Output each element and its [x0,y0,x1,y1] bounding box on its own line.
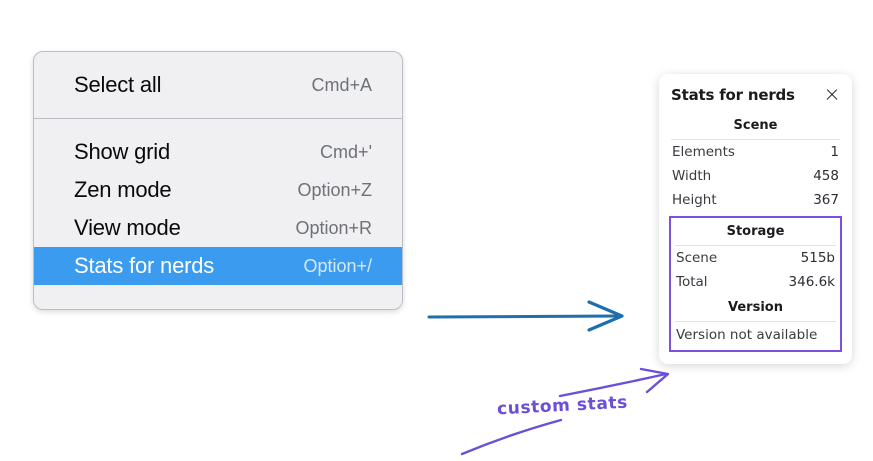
version-value: Version not available [676,327,818,343]
custom-stats-annotation: custom stats [496,392,629,420]
menu-separator [34,118,402,119]
stat-label: Width [672,168,712,184]
menu-item-shortcut: Option+Z [297,179,372,200]
stat-value: 1 [830,144,839,160]
context-menu[interactable]: Select all Cmd+A Show grid Cmd+' Zen mod… [33,51,403,310]
callout-arrow [558,367,670,398]
stat-value: 515b [800,250,835,266]
menu-item-label: Select all [74,72,162,97]
stats-section-version: Version Version not available [674,294,837,346]
close-icon[interactable] [824,87,840,103]
stats-panel-title: Stats for nerds [671,86,795,104]
flow-arrow [427,300,624,332]
table-row: Elements 1 [670,140,841,164]
stats-for-nerds-panel[interactable]: Stats for nerds Scene Elements 1 Width 4… [659,74,852,364]
section-divider [675,321,836,322]
stat-label: Height [672,192,717,208]
section-title-version: Version [728,300,783,315]
section-divider [675,245,836,246]
section-title-storage: Storage [726,224,785,239]
section-title-scene: Scene [733,118,778,133]
menu-item-view-mode[interactable]: View mode Option+R [34,209,402,247]
stat-value: 367 [813,192,839,208]
section-divider [671,139,840,140]
stats-section-scene: Scene Elements 1 Width 458 Height 367 [670,112,841,212]
table-row: Width 458 [670,164,841,188]
menu-group-1: Select all Cmd+A [34,52,402,118]
stat-label: Scene [676,250,718,266]
table-row: Total 346.6k [674,270,837,294]
stat-label: Elements [672,144,735,160]
menu-item-stats-for-nerds[interactable]: Stats for nerds Option+/ [34,247,402,285]
table-row: Scene 515b [674,246,837,270]
menu-item-label: Stats for nerds [74,253,215,278]
menu-item-shortcut: Cmd+A [311,74,372,95]
menu-item-select-all[interactable]: Select all Cmd+A [34,66,402,104]
menu-item-show-grid[interactable]: Show grid Cmd+' [34,133,402,171]
stat-value: 346.6k [788,274,835,290]
stats-section-storage: Storage Scene 515b Total 346.6k [674,218,837,294]
stat-label: Total [676,274,708,290]
menu-item-shortcut: Option+/ [303,255,372,276]
annotation-underline [460,418,563,456]
menu-footer [34,285,402,309]
menu-item-label: Zen mode [74,177,172,202]
menu-group-2: Show grid Cmd+' Zen mode Option+Z View m… [34,119,402,285]
menu-item-shortcut: Option+R [295,217,372,238]
menu-item-zen-mode[interactable]: Zen mode Option+Z [34,171,402,209]
stat-value: 458 [813,168,839,184]
menu-item-shortcut: Cmd+' [320,141,372,162]
menu-item-label: Show grid [74,139,171,164]
stats-panel-header: Stats for nerds [670,84,841,112]
table-row: Height 367 [670,188,841,212]
custom-stats-highlight-box: Storage Scene 515b Total 346.6k Version … [669,216,842,352]
menu-item-label: View mode [74,215,181,240]
